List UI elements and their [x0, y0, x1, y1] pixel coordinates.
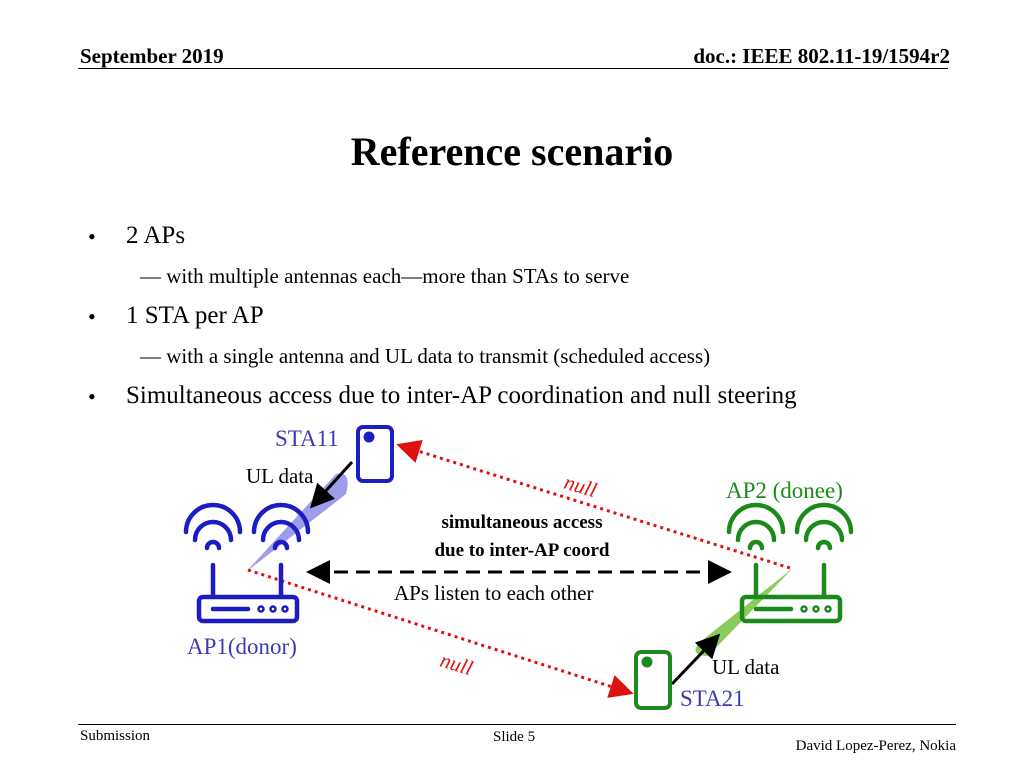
- bullet-dot: •: [88, 304, 96, 329]
- sim-access-line2: due to inter-AP coord: [434, 540, 610, 561]
- sta11-label: STA11: [275, 426, 339, 451]
- footer-author: David Lopez-Perez, Nokia: [795, 738, 956, 754]
- sta11-device-icon: [356, 425, 394, 483]
- bullet-3: Simultaneous access due to inter-AP coor…: [126, 382, 797, 409]
- sta21-device-icon: [634, 650, 672, 710]
- footer-submission: Submission: [80, 728, 151, 744]
- ul-data-label-1: UL data: [246, 464, 314, 488]
- sta21-label: STA21: [680, 686, 745, 711]
- bullet-2: 1 STA per AP: [126, 302, 264, 329]
- footer-slide-number: Slide 5: [493, 729, 536, 745]
- bullet-dot: •: [88, 384, 96, 409]
- bullet-1-sub: — with multiple antennas each—more than …: [140, 264, 630, 288]
- ap1-router-icon: [183, 502, 311, 624]
- bullet-2-sub: — with a single antenna and UL data to t…: [140, 344, 711, 368]
- slide-title: Reference scenario: [350, 129, 674, 174]
- bullet-dot: •: [88, 224, 96, 249]
- ap2-label: AP2 (donee): [726, 478, 843, 503]
- ul-data-label-2: UL data: [712, 655, 780, 679]
- header-rule: [78, 68, 948, 69]
- footer-rule: [78, 724, 956, 725]
- ap2-router-icon: [726, 502, 854, 624]
- aps-listen-label: APs listen to each other: [394, 581, 594, 605]
- ul-arrow-sta11: [309, 460, 354, 509]
- null-arrow-sta11-ap2: [396, 439, 791, 570]
- ap1-label: AP1(donor): [187, 634, 297, 659]
- bullet-1: 2 APs: [126, 222, 186, 249]
- sim-access-line1: simultaneous access: [441, 512, 603, 533]
- header-doc: doc.: IEEE 802.11-19/1594r2: [693, 44, 950, 68]
- header-date: September 2019: [80, 44, 224, 68]
- ul-arrow-sta21: [670, 633, 721, 686]
